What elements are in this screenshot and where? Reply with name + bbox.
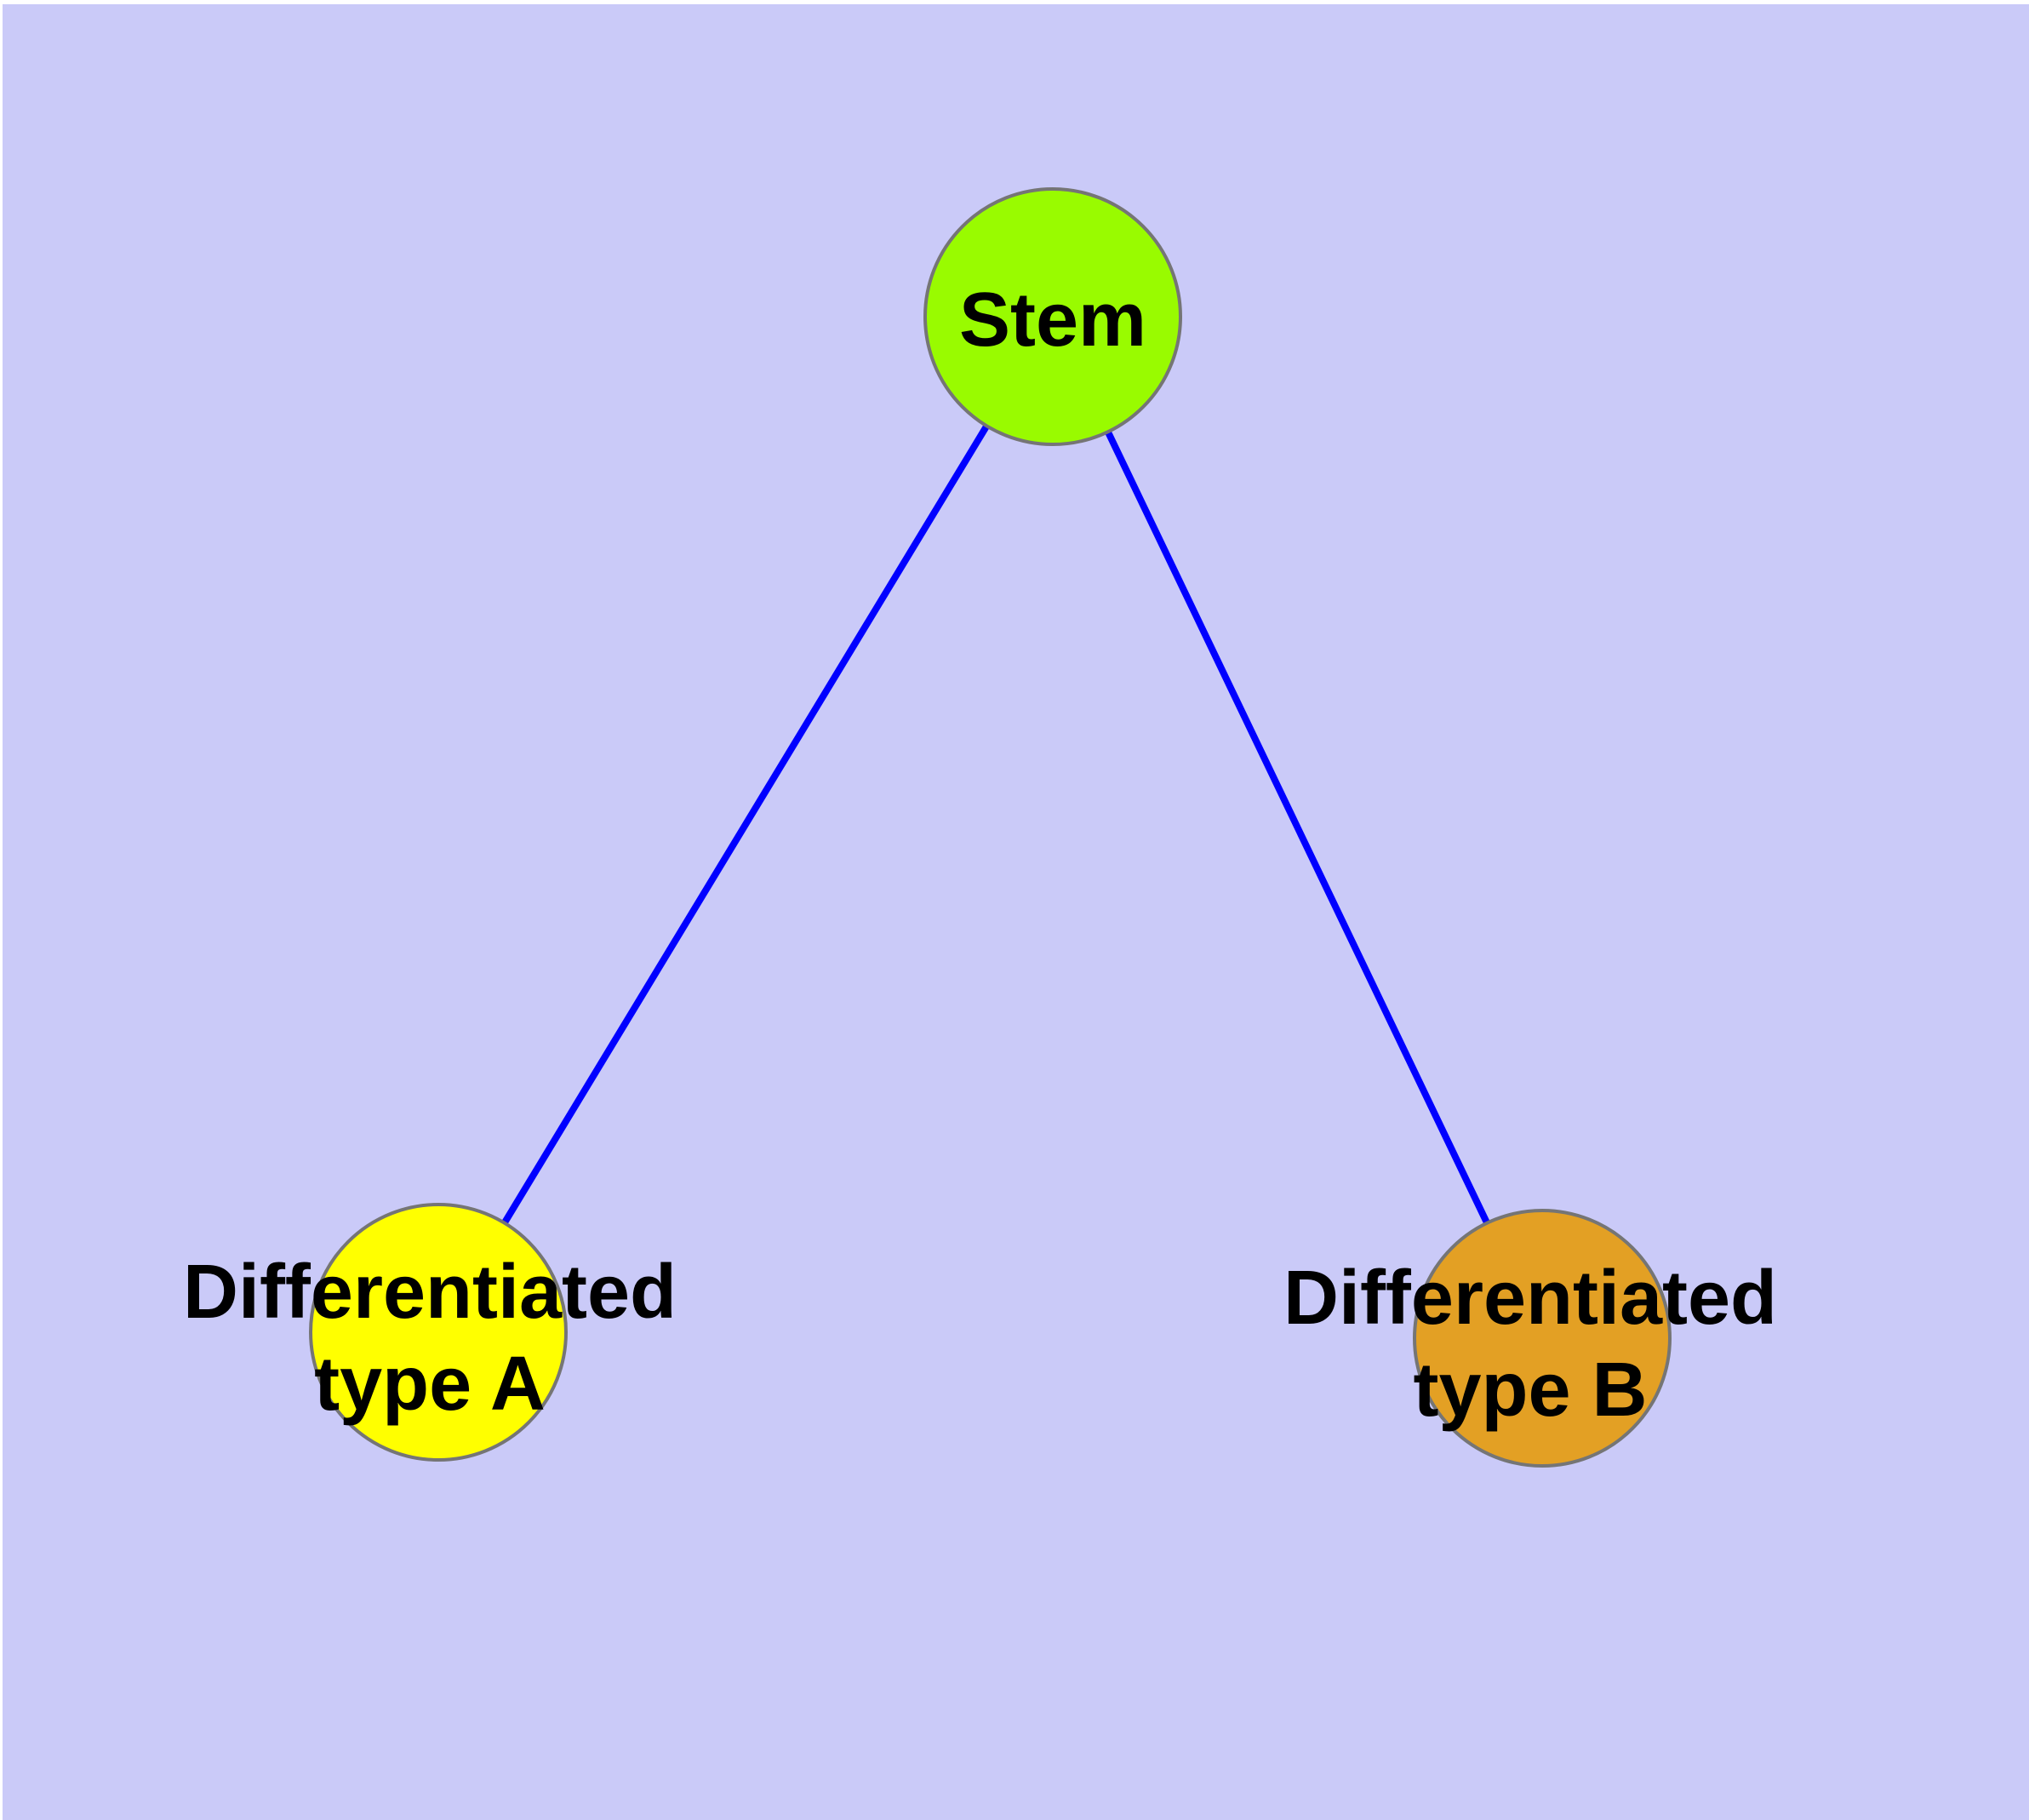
node-differentiated-type-b-label-line1: Differentiated — [1283, 1256, 1777, 1341]
node-differentiated-type-a: Differentiated type A — [183, 1203, 677, 1462]
node-differentiated-type-b: Differentiated type B — [1283, 1209, 1777, 1468]
edge-stem-to-type-a — [435, 314, 1056, 1335]
node-differentiated-type-a-circle — [309, 1203, 568, 1462]
node-stem-circle — [923, 187, 1182, 446]
node-differentiated-type-a-label-line2: type A — [314, 1342, 546, 1427]
edge-stem-to-type-b — [1049, 315, 1546, 1340]
node-stem-label: Stem — [959, 278, 1146, 363]
edge-layer — [435, 314, 1546, 1340]
node-differentiated-type-b-label-line2: type B — [1413, 1348, 1647, 1433]
node-differentiated-type-b-circle — [1413, 1209, 1672, 1468]
node-differentiated-type-a-label-line1: Differentiated — [183, 1250, 677, 1335]
node-stem: Stem — [923, 187, 1182, 446]
